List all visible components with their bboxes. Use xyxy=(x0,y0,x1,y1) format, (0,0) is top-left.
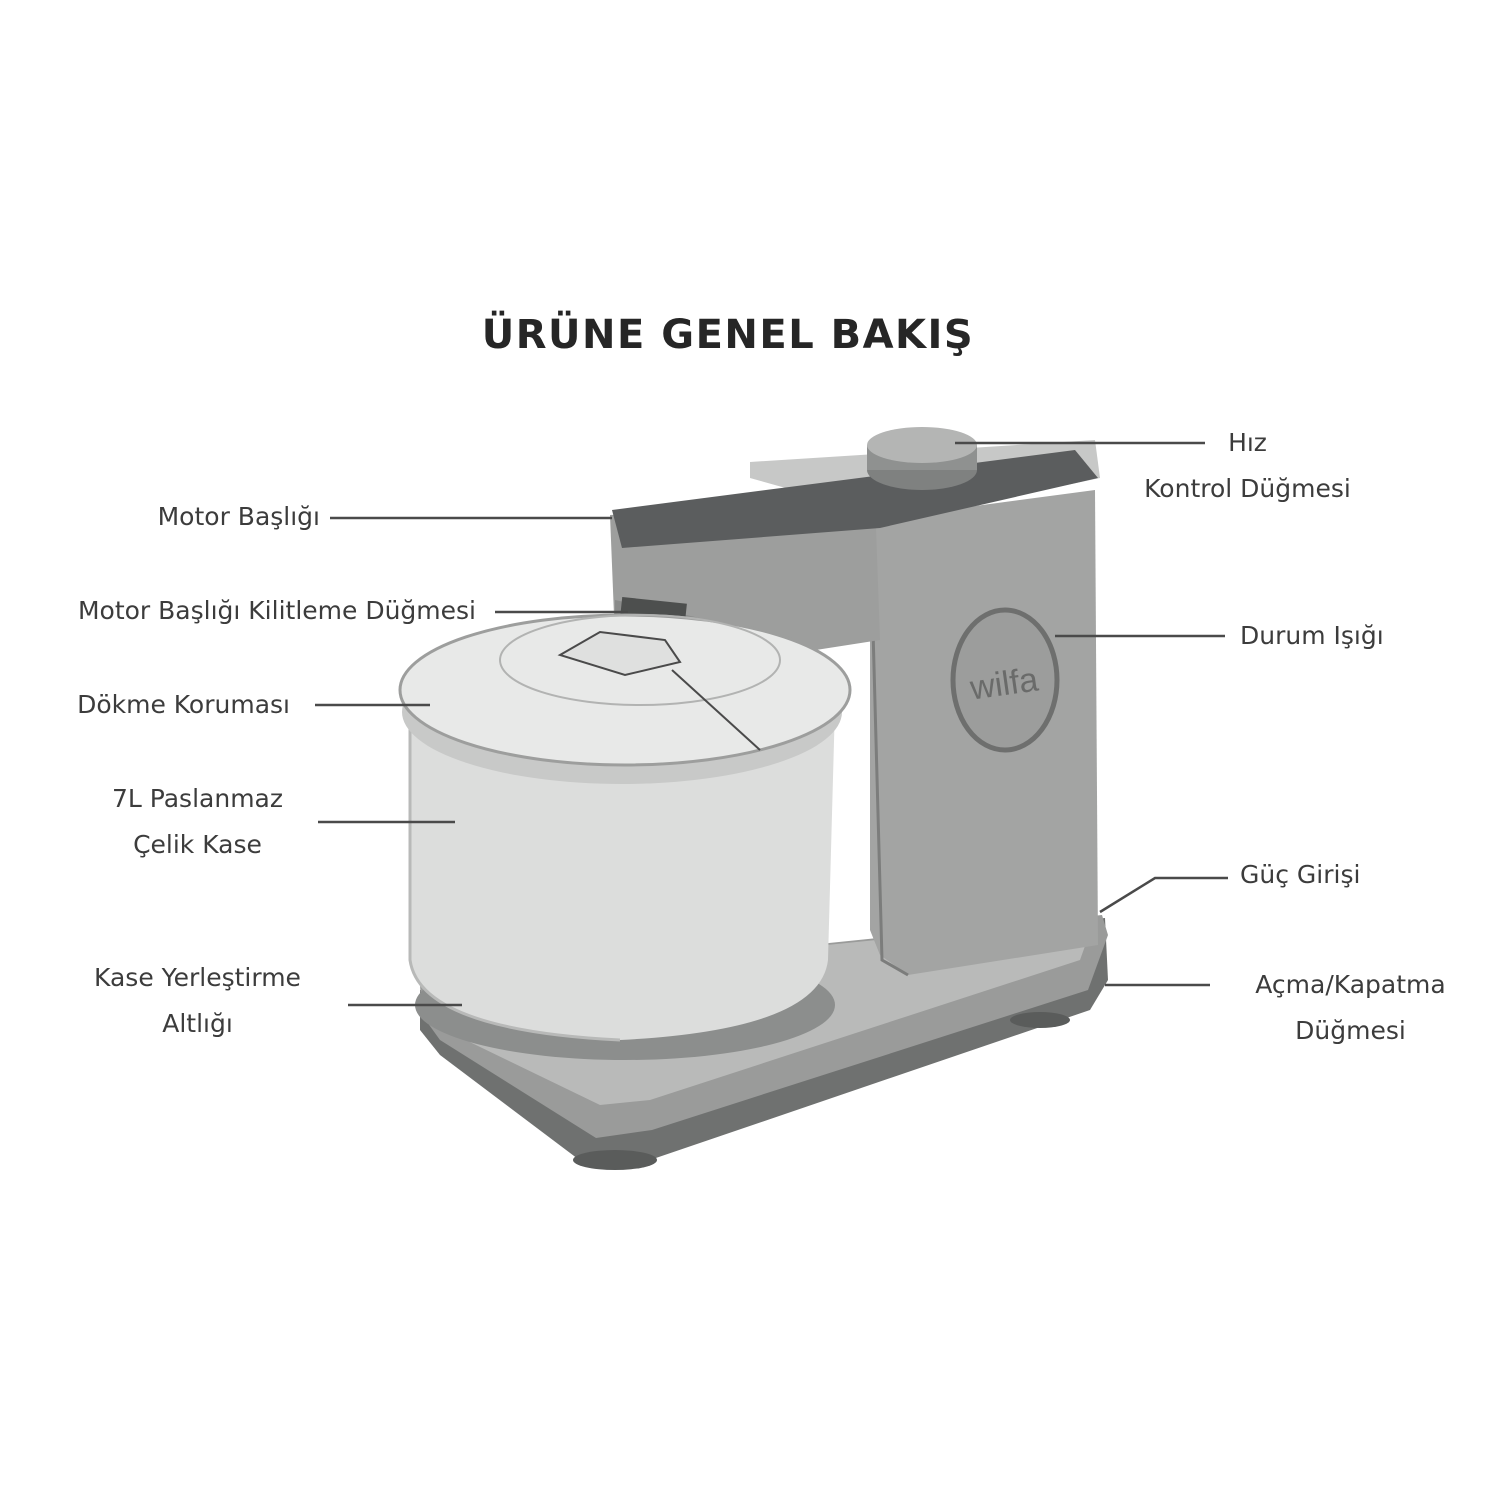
status-light-ring: wilfa xyxy=(950,607,1060,753)
label-motor-head: Motor Başlığı xyxy=(158,494,320,540)
label-speed-control: Hız Kontrol Düğmesi xyxy=(1120,420,1375,512)
label-speed-line1: Hız xyxy=(1228,428,1267,457)
label-onoff-line2: Düğmesi xyxy=(1295,1016,1406,1045)
label-lock-button-text: Motor Başlığı Kilitleme Düğmesi xyxy=(77,596,476,625)
leader-power-inlet xyxy=(1099,876,1228,914)
diagram-title: ÜRÜNE GENEL BAKIŞ xyxy=(481,312,975,358)
label-bowl-line2: Çelik Kase xyxy=(133,830,262,859)
label-pour-guard: Dökme Koruması xyxy=(77,682,290,728)
label-onoff-line1: Açma/Kapatma xyxy=(1255,970,1446,999)
pour-guard xyxy=(398,613,852,767)
speed-control-knob xyxy=(867,427,977,490)
label-lock-button: Motor Başlığı Kilitleme Düğmesi xyxy=(78,588,476,634)
label-power-inlet: Güç Girişi xyxy=(1240,852,1360,898)
label-status-light-text: Durum Işığı xyxy=(1240,621,1384,650)
label-onoff: Açma/Kapatma Düğmesi xyxy=(1228,962,1473,1054)
label-pour-guard-text: Dökme Koruması xyxy=(77,690,290,719)
label-bowl-line1: 7L Paslanmaz xyxy=(112,784,283,813)
label-power-inlet-text: Güç Girişi xyxy=(1240,860,1361,889)
label-status-light: Durum Işığı xyxy=(1240,613,1384,659)
label-speed-line2: Kontrol Düğmesi xyxy=(1144,474,1351,503)
label-bowl-seat-line1: Kase Yerleştirme xyxy=(94,963,301,992)
label-bowl: 7L Paslanmaz Çelik Kase xyxy=(80,776,315,868)
label-bowl-seat: Kase Yerleştirme Altlığı xyxy=(60,955,335,1047)
leader-lines xyxy=(315,441,1228,1007)
label-motor-head-text: Motor Başlığı xyxy=(157,502,320,531)
label-bowl-seat-line2: Altlığı xyxy=(162,1009,233,1038)
